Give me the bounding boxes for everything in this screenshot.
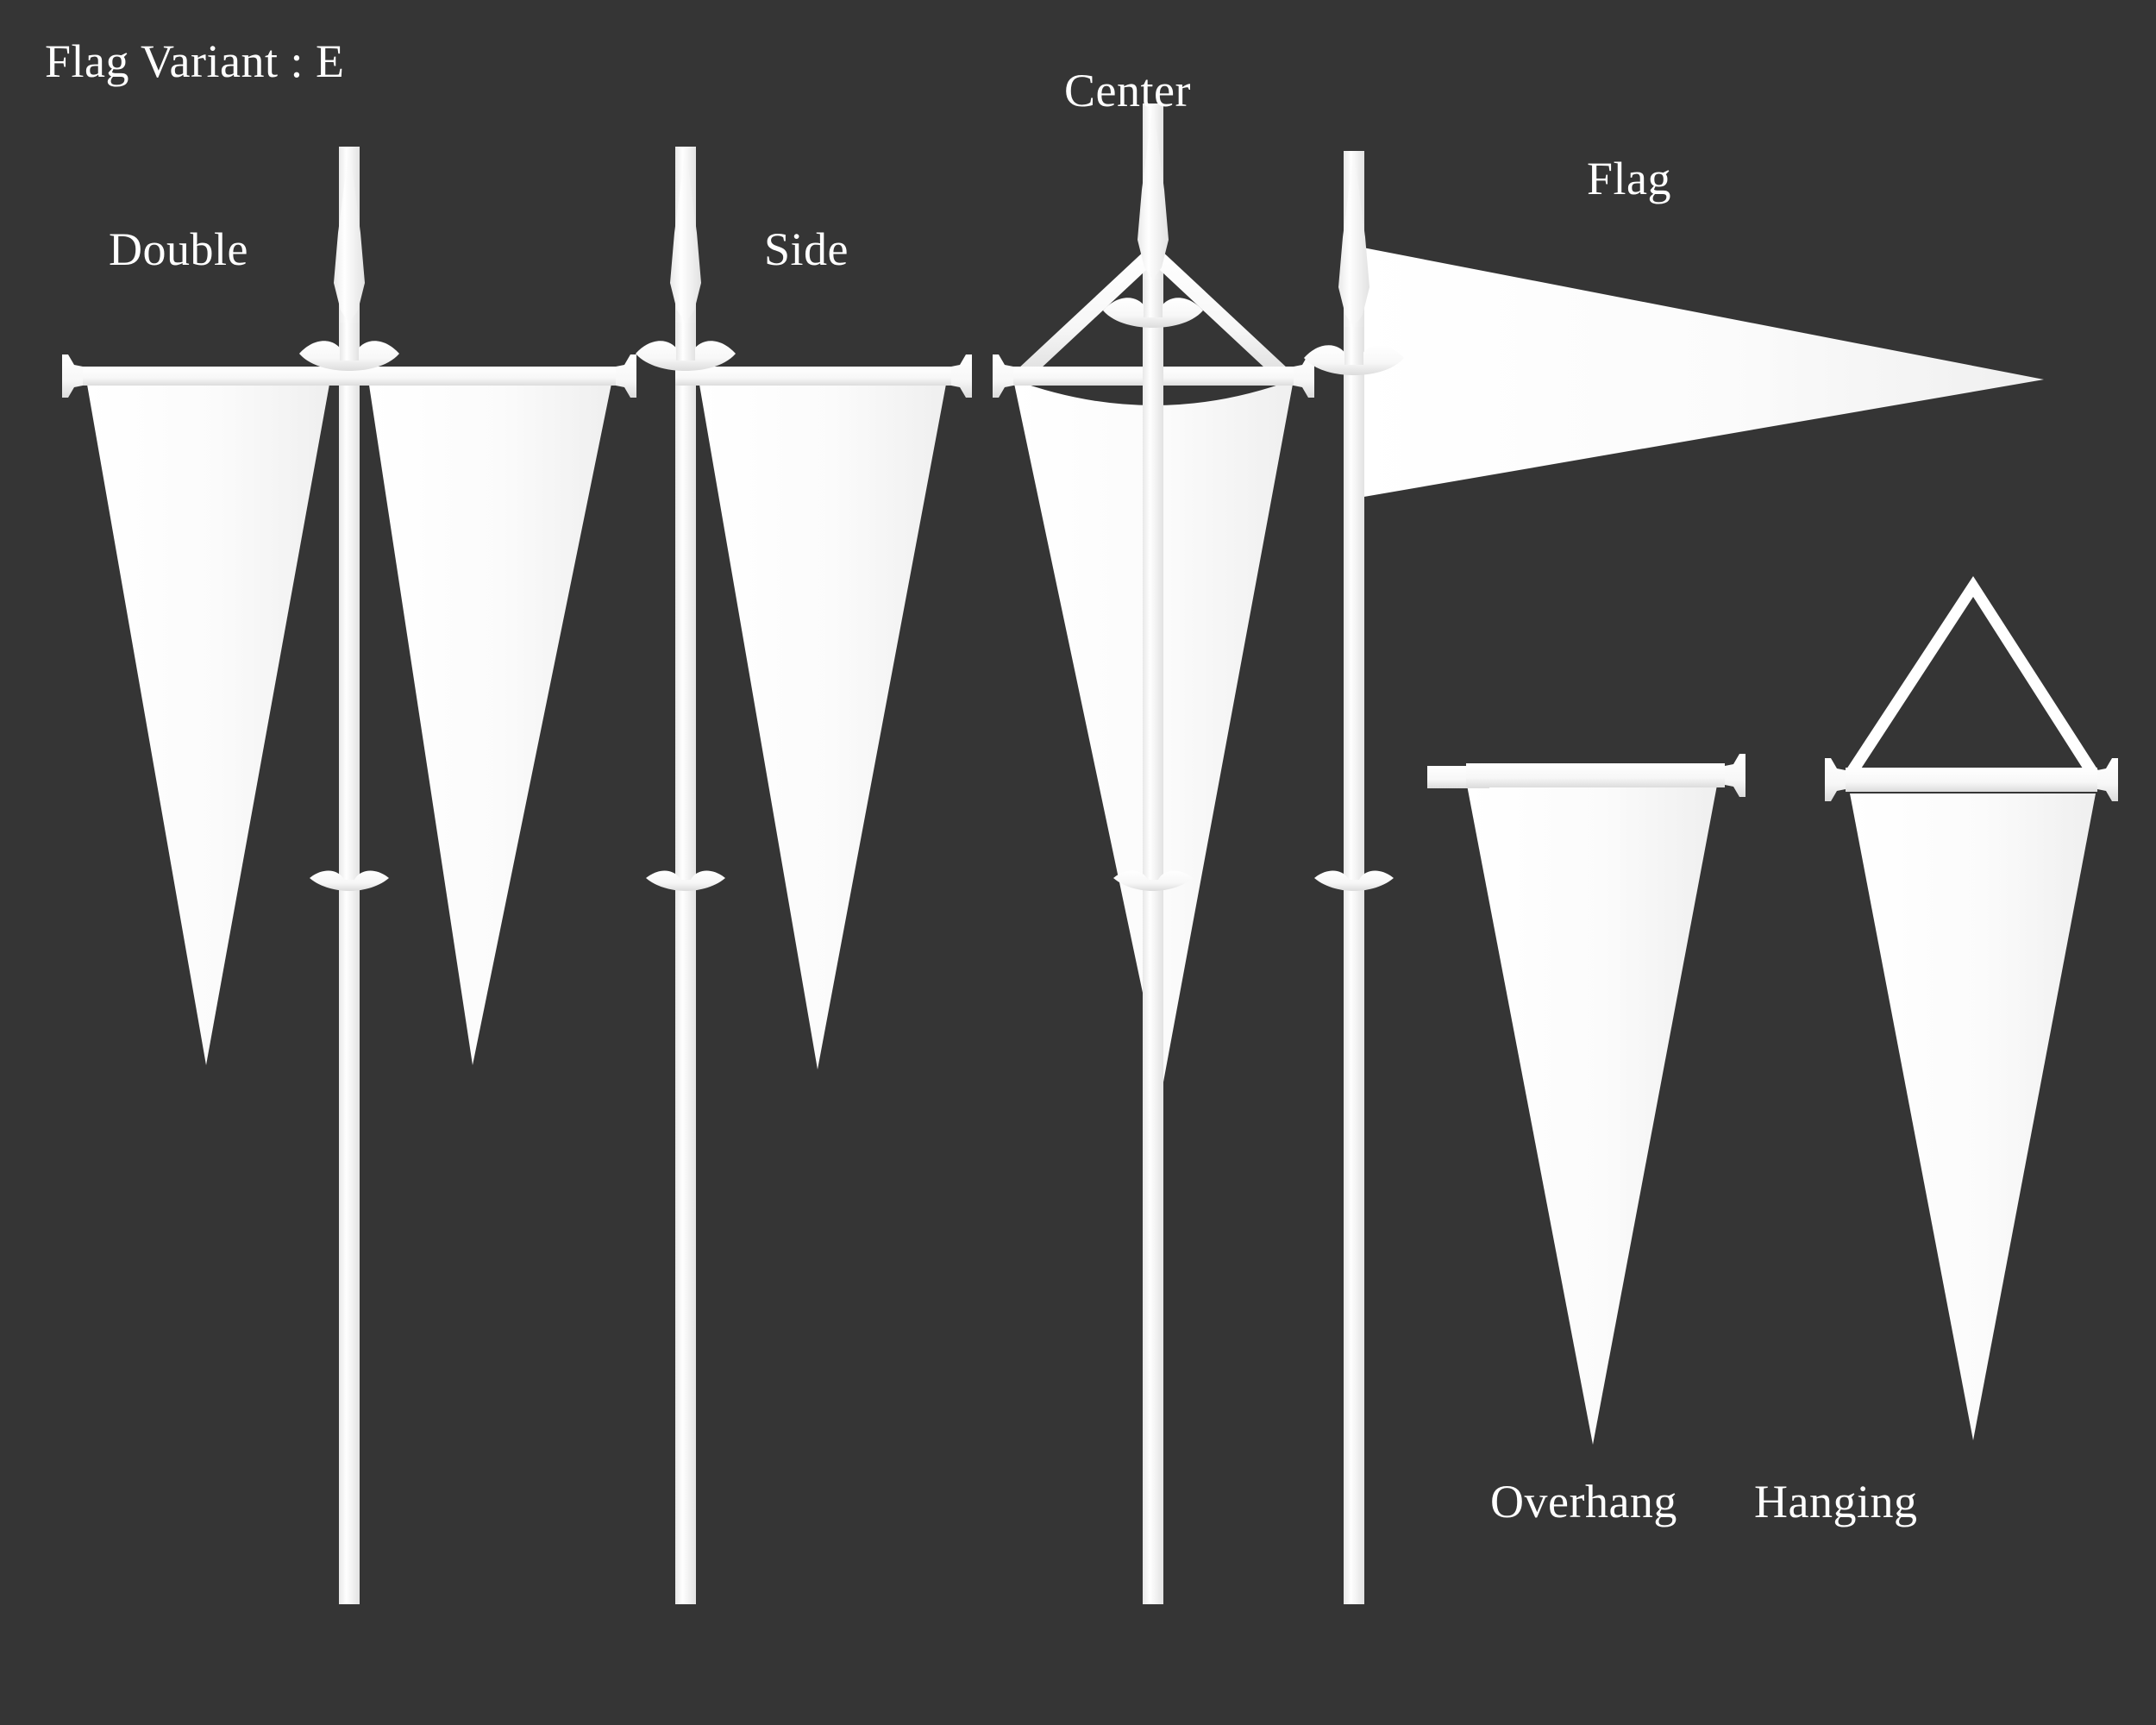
label-flag: Flag <box>1587 153 1672 204</box>
label-double: Double <box>109 223 248 275</box>
hanging-bar <box>1846 768 2097 792</box>
hanging-banner <box>1850 794 2096 1440</box>
center-rigging-right <box>1149 248 1288 380</box>
hanging-cord <box>1843 576 2101 781</box>
center-rigging-left <box>1018 248 1157 380</box>
double-crossbar-cap-left <box>62 354 83 398</box>
label-side: Side <box>764 223 849 275</box>
double-pole <box>339 147 360 1604</box>
variant-flag <box>1304 151 2044 1604</box>
variant-hanging <box>1825 576 2118 1440</box>
label-center: Center <box>1064 65 1191 116</box>
center-crossbar-hub <box>1143 356 1163 396</box>
variant-center <box>993 104 1314 1604</box>
side-spear-tip-icon <box>636 147 736 371</box>
double-crossbar-cap-right <box>616 354 636 398</box>
center-crossbar-cap-left <box>993 354 1013 398</box>
double-crossbar <box>83 367 616 386</box>
variant-side <box>636 147 972 1604</box>
variant-overhang <box>1427 754 1745 1445</box>
side-crossbar-cap-right <box>951 354 972 398</box>
overhang-bar-cap-right <box>1725 754 1745 797</box>
side-banner <box>699 380 947 1070</box>
hanging-bar-cap-left <box>1825 758 1846 801</box>
overhang-bar <box>1466 763 1725 787</box>
variant-double <box>62 147 636 1604</box>
label-hanging: Hanging <box>1754 1476 1918 1527</box>
overhang-banner <box>1466 781 1718 1445</box>
hanging-bar-cap-right <box>2097 758 2118 801</box>
side-pole <box>675 147 696 1604</box>
center-pole <box>1143 104 1163 1604</box>
label-overhang: Overhang <box>1490 1476 1677 1527</box>
double-banner-right <box>368 380 612 1065</box>
double-spear-tip-icon <box>299 147 399 371</box>
side-crossbar <box>675 367 951 386</box>
flag-banner <box>1354 246 2044 499</box>
page-title: Flag Variant : E <box>45 35 345 87</box>
double-banner-left <box>86 380 330 1065</box>
